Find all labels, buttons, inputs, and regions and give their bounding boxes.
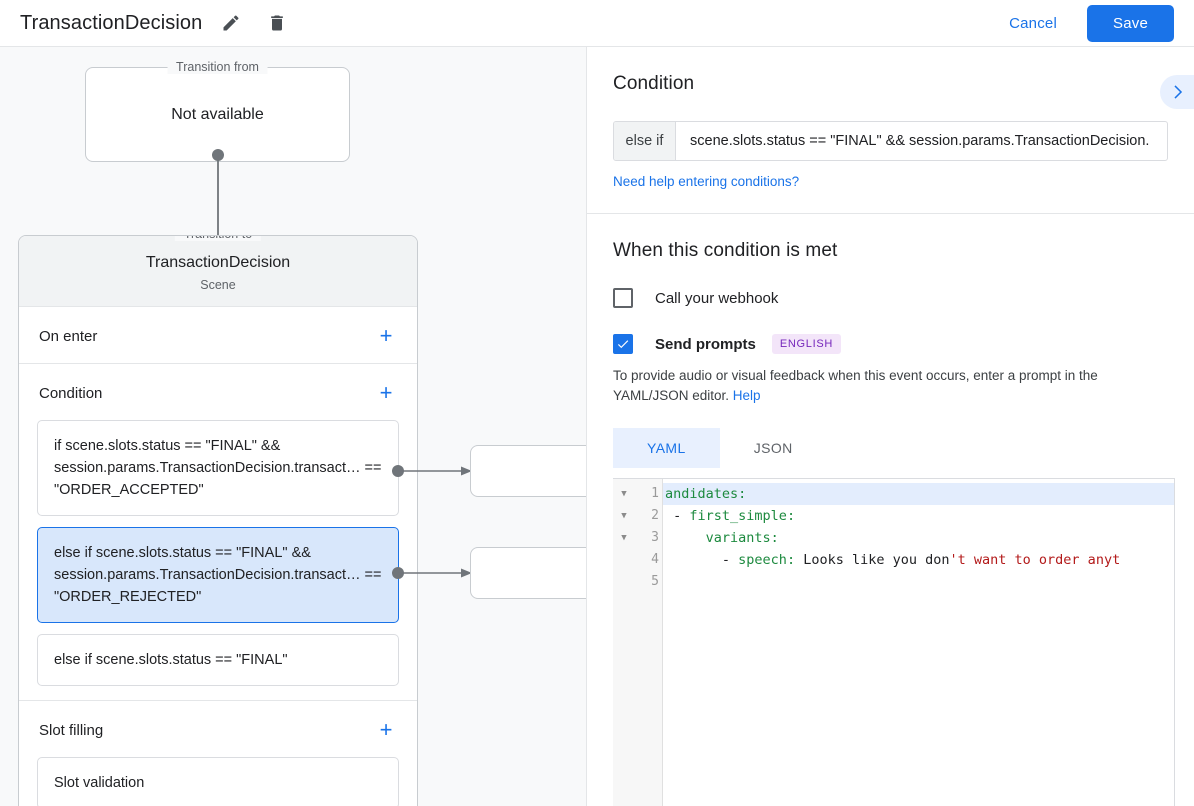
- page-title: TransactionDecision: [20, 11, 203, 34]
- line-number: 3: [651, 530, 659, 545]
- graph-canvas[interactable]: Transition from Not available Transition…: [0, 47, 586, 806]
- code-token: -: [665, 552, 739, 568]
- fold-toggle-icon[interactable]: ▼: [621, 489, 627, 499]
- line-number: 2: [651, 508, 659, 523]
- code-line[interactable]: variants:: [663, 527, 1174, 549]
- code-token: first_simple: [689, 508, 787, 524]
- section-on-enter: On enter +: [19, 307, 417, 364]
- send-prompts-checkbox[interactable]: [613, 334, 633, 354]
- code-line[interactable]: andidates:: [663, 483, 1174, 505]
- add-condition-button[interactable]: +: [379, 380, 393, 405]
- condition-input[interactable]: [676, 122, 1167, 160]
- condition-list: if scene.slots.status == "FINAL" && sess…: [19, 420, 417, 700]
- target-node[interactable]: [470, 547, 586, 599]
- prompts-help-text: To provide audio or visual feedback when…: [613, 366, 1168, 406]
- add-on-enter-button[interactable]: +: [379, 323, 393, 348]
- target-node[interactable]: [470, 445, 586, 497]
- condition-block: Condition else if Need help entering con…: [587, 47, 1194, 214]
- slot-validation-card[interactable]: Slot validation: [37, 757, 399, 806]
- trash-icon[interactable]: [260, 6, 294, 40]
- transition-to-node[interactable]: Transition to TransactionDecision Scene …: [18, 235, 418, 806]
- code-token: Looks like you don: [795, 552, 950, 568]
- section-title-on-enter: On enter: [39, 327, 98, 345]
- editor-tabs: YAML JSON: [613, 428, 1168, 468]
- call-webhook-checkbox[interactable]: [613, 288, 633, 308]
- condition-panel-heading: Condition: [613, 73, 695, 94]
- fold-gutter: ▼ ▼ ▼: [613, 479, 635, 806]
- section-head-slot-filling: Slot filling +: [19, 701, 417, 757]
- slot-filling-list: Slot validation: [19, 757, 417, 806]
- condition-prefix-label: else if: [614, 122, 676, 160]
- toolbar-right-group: Cancel Save: [995, 4, 1194, 42]
- section-head-condition: Condition +: [19, 364, 417, 420]
- save-button[interactable]: Save: [1087, 4, 1174, 42]
- fold-toggle-icon[interactable]: ▼: [621, 511, 627, 521]
- fold-toggle-icon[interactable]: ▼: [621, 533, 627, 543]
- edge-condition-1: [392, 465, 472, 477]
- code-token: andidates: [665, 486, 739, 502]
- code-line[interactable]: - speech: Looks like you don't want to o…: [663, 549, 1174, 571]
- transition-from-legend: Transition from: [167, 60, 268, 74]
- code-token: [665, 530, 706, 546]
- code-area[interactable]: andidates: - first_simple: variants: - s…: [663, 479, 1174, 806]
- send-prompts-row[interactable]: Send prompts ENGLISH: [613, 334, 1168, 354]
- code-token: -: [665, 508, 690, 524]
- transition-to-legend: Transition to: [174, 236, 262, 241]
- section-condition: Condition + if scene.slots.status == "FI…: [19, 364, 417, 701]
- call-webhook-label: Call your webhook: [655, 289, 779, 307]
- tab-json[interactable]: JSON: [753, 440, 793, 456]
- add-slot-filling-button[interactable]: +: [379, 717, 393, 742]
- condition-card[interactable]: if scene.slots.status == "FINAL" && sess…: [37, 420, 399, 516]
- code-token: variants: [705, 530, 771, 546]
- prompts-help-link[interactable]: Help: [732, 388, 761, 403]
- code-token: :: [786, 508, 796, 524]
- condition-input-row[interactable]: else if: [613, 121, 1168, 161]
- condition-help-link[interactable]: Need help entering conditions?: [613, 174, 800, 189]
- when-condition-met-heading: When this condition is met: [613, 240, 838, 261]
- code-token: 't want to order anyt: [949, 552, 1121, 568]
- code-line[interactable]: [663, 571, 1174, 593]
- toolbar-left-group: TransactionDecision: [0, 6, 294, 40]
- code-token: :: [786, 552, 796, 568]
- code-token: speech: [738, 552, 787, 568]
- yaml-editor[interactable]: ▼ ▼ ▼ 1 2 3 4 5 andidates: - first_simple: var…: [613, 478, 1175, 806]
- section-head-on-enter: On enter +: [19, 307, 417, 363]
- detail-panel: Condition else if Need help entering con…: [586, 47, 1194, 806]
- code-line[interactable]: - first_simple:: [663, 505, 1174, 527]
- line-number-gutter: 1 2 3 4 5: [635, 479, 663, 806]
- webhook-row[interactable]: Call your webhook: [613, 288, 1168, 308]
- tab-yaml[interactable]: YAML: [613, 428, 720, 468]
- scene-header: TransactionDecision Scene: [19, 236, 417, 307]
- fold-spacer: [613, 549, 635, 571]
- scene-name: TransactionDecision: [145, 254, 291, 271]
- section-slot-filling: Slot filling + Slot validation: [19, 701, 417, 806]
- edge-condition-2: [392, 567, 472, 579]
- transition-from-node[interactable]: Transition from Not available: [85, 60, 350, 162]
- condition-card[interactable]: else if scene.slots.status == "FINAL": [37, 634, 399, 686]
- line-number: 1: [651, 486, 659, 501]
- fold-spacer: [613, 571, 635, 593]
- top-toolbar: TransactionDecision Cancel Save: [0, 0, 1194, 47]
- code-token: :: [770, 530, 779, 546]
- prompts-help-sentence: To provide audio or visual feedback when…: [613, 368, 1098, 403]
- condition-card-selected[interactable]: else if scene.slots.status == "FINAL" &&…: [37, 527, 399, 623]
- section-title-condition: Condition: [39, 384, 103, 402]
- line-number: 4: [651, 552, 659, 567]
- cancel-button[interactable]: Cancel: [995, 7, 1071, 40]
- chevron-right-icon[interactable]: [1160, 75, 1194, 109]
- transition-from-value: Not available: [171, 105, 264, 123]
- pencil-icon[interactable]: [214, 6, 248, 40]
- code-token: :: [738, 486, 747, 502]
- language-badge: ENGLISH: [771, 334, 842, 354]
- send-prompts-label: Send prompts: [655, 335, 756, 353]
- scene-type: Scene: [200, 278, 236, 292]
- when-condition-met-block: When this condition is met Call your web…: [587, 214, 1194, 806]
- section-title-slot-filling: Slot filling: [39, 721, 104, 739]
- line-number: 5: [651, 574, 659, 589]
